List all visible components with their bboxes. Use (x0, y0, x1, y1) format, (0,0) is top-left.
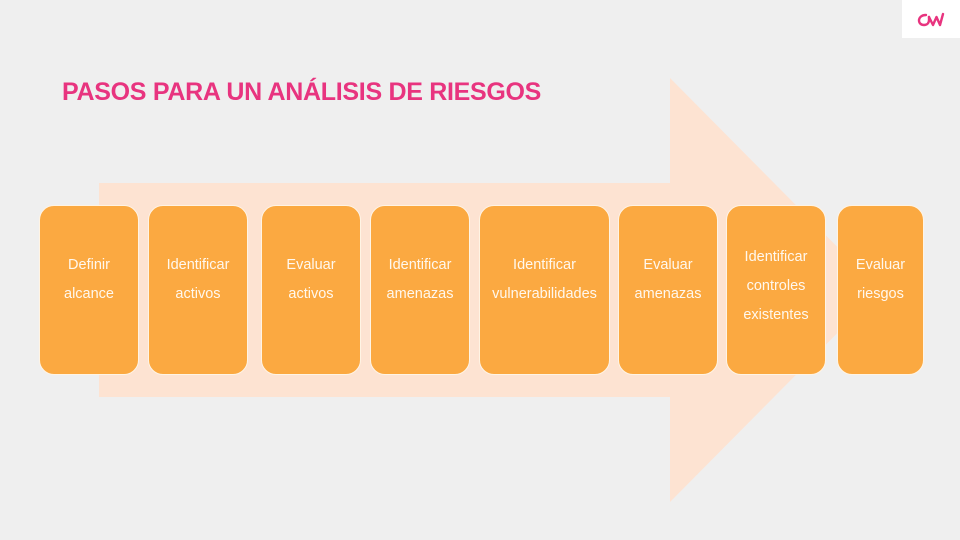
step-identificar-activos: Identificar activos (148, 205, 248, 375)
step-evaluar-riesgos: Evaluar riesgos (837, 205, 924, 375)
step-label: Evaluar activos (286, 256, 336, 302)
ow-logo-icon (917, 12, 945, 27)
step-label: Definir alcance (64, 256, 114, 302)
step-identificar-amenazas: Identificar amenazas (370, 205, 470, 375)
step-evaluar-amenazas: Evaluar amenazas (618, 205, 718, 375)
slide-title: PASOS PARA UN ANÁLISIS DE RIESGOS (62, 78, 542, 106)
step-label: Identificar controles existentes (743, 249, 809, 323)
step-identificar-controles-existentes: Identificar controles existentes (726, 205, 826, 375)
step-definir-alcance: Definir alcance (39, 205, 139, 375)
step-label: Identificar amenazas (386, 256, 454, 302)
step-label: Evaluar riesgos (855, 256, 906, 302)
step-identificar-vulnerabilidades: Identificar vulnerabilidades (479, 205, 610, 375)
step-label: Identificar vulnerabilidades (492, 256, 597, 302)
step-evaluar-activos: Evaluar activos (261, 205, 361, 375)
step-label: Evaluar amenazas (634, 256, 702, 302)
logo-container (902, 0, 960, 38)
step-label: Identificar activos (166, 256, 230, 302)
